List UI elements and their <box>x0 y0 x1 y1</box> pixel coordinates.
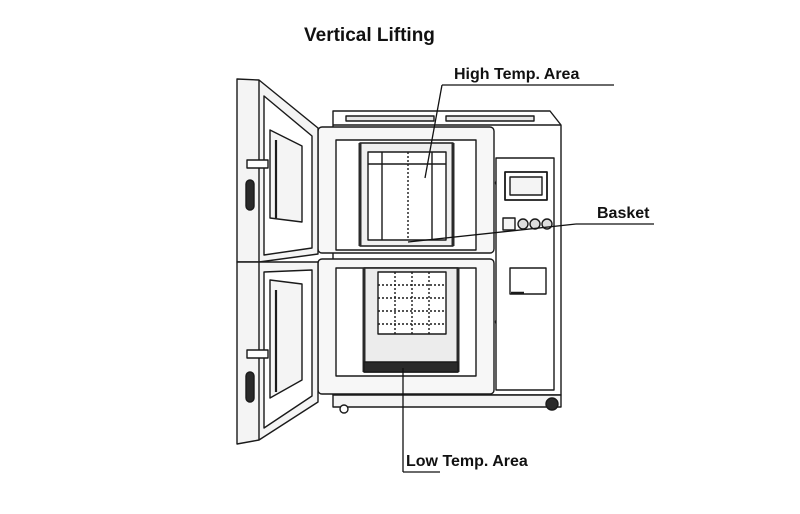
cabinet-base <box>332 394 562 408</box>
power-switch <box>502 217 516 231</box>
side-access-panel <box>509 267 547 295</box>
top-vent-right <box>445 115 535 122</box>
leader-high-temp-diagonal <box>424 84 443 179</box>
upper-door-handle <box>245 179 255 211</box>
caster-left <box>339 404 349 414</box>
low-temp-area-label: Low Temp. Area <box>406 453 528 470</box>
high-temp-area-label: High Temp. Area <box>454 66 580 83</box>
upper-inner-rack <box>367 151 447 241</box>
diagram-title: Vertical Lifting <box>304 25 435 46</box>
control-knob-1 <box>517 218 529 230</box>
lower-door-handle <box>245 371 255 403</box>
basket-label: Basket <box>597 205 650 222</box>
lower-chamber-floor <box>363 361 459 373</box>
leader-basket-diagonal <box>407 223 577 243</box>
caster-right <box>545 397 559 411</box>
top-vent-left <box>345 115 435 122</box>
